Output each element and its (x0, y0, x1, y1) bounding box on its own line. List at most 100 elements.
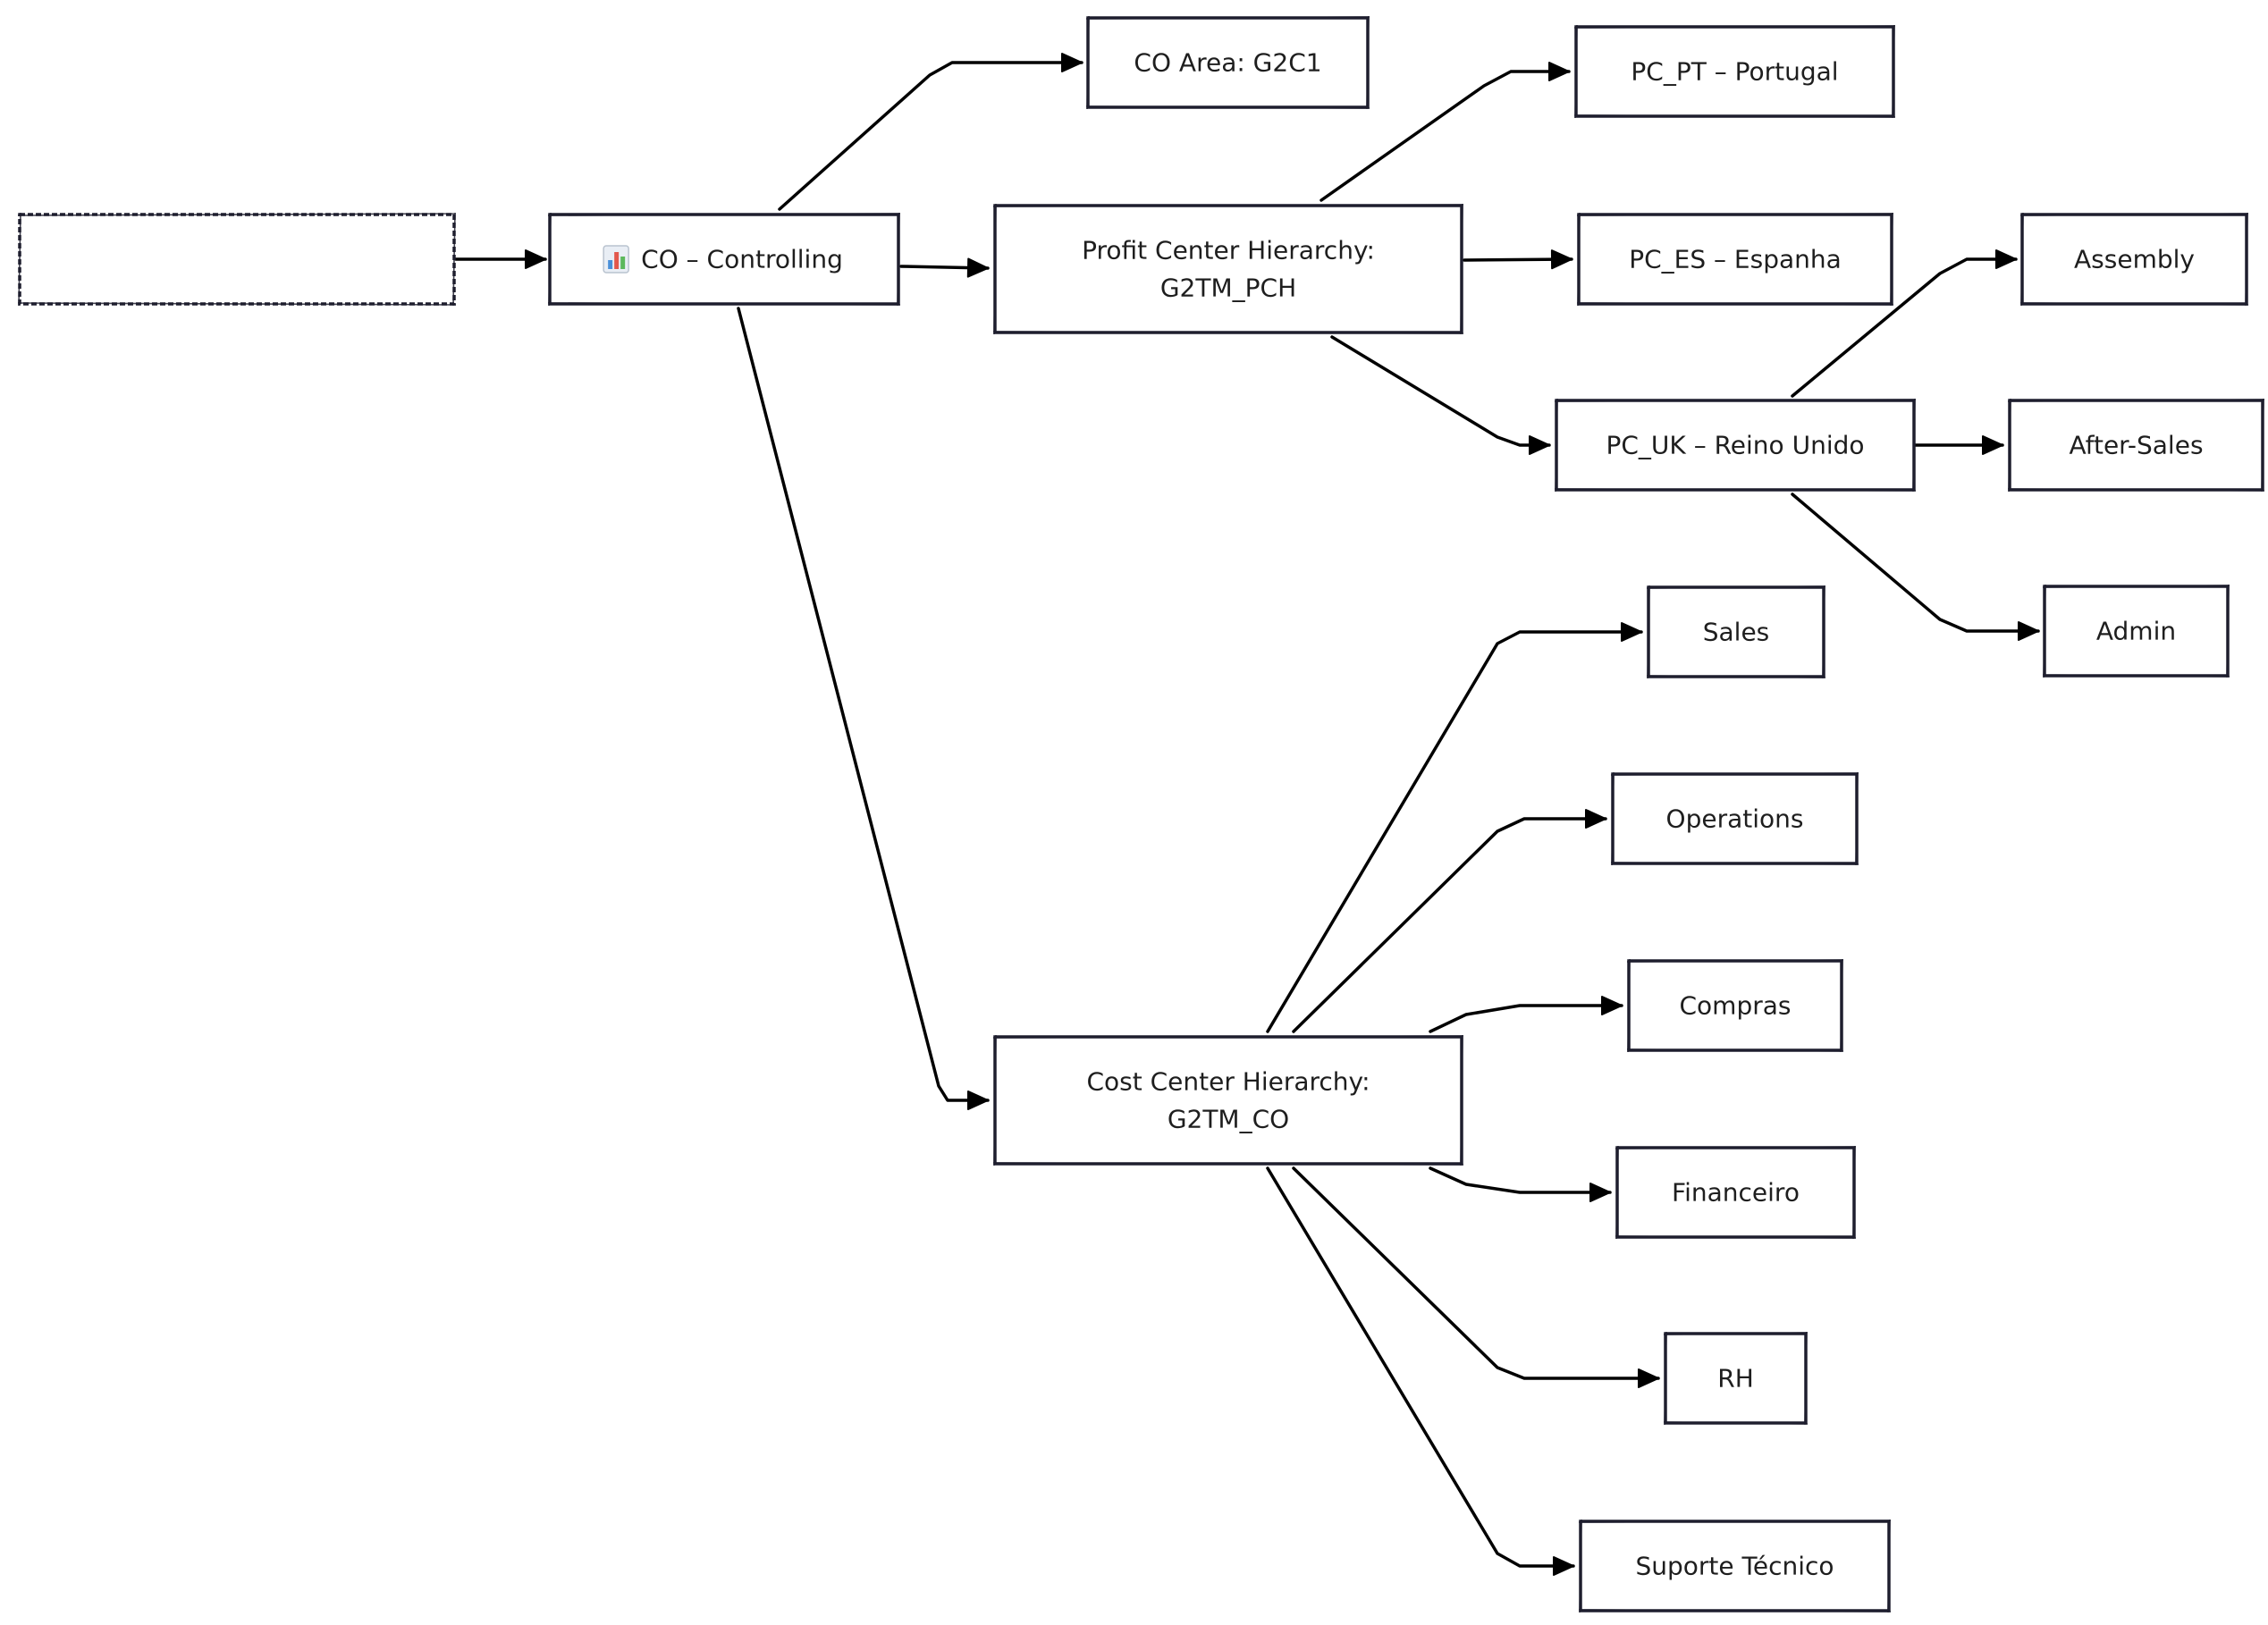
bar-chart-icon (603, 245, 629, 274)
connector-layer (454, 53, 2040, 1576)
arrowhead (1601, 996, 1623, 1015)
node-cost-center-hierarchy-label-line-1: Cost Center Hierarchy: (1086, 1067, 1370, 1097)
node-cost-center-hierarchy[interactable]: Cost Center Hierarchy: G2TM_CO (992, 1034, 1464, 1166)
node-after-sales-label: After-Sales (2069, 431, 2203, 460)
node-sales[interactable]: Sales (1646, 585, 1826, 679)
connector-line (1429, 1166, 1612, 1194)
node-sales-outline (1646, 585, 1826, 679)
connector-line (1292, 817, 1607, 1033)
arrowhead (966, 257, 989, 278)
node-profit-center-hierarchy-label-line-2: G2TM_PCH (1160, 274, 1296, 303)
connector-line (1791, 257, 2018, 398)
node-financeiro-outline (1615, 1145, 1857, 1240)
node-co-controlling-outline (547, 212, 901, 307)
edge-co-to-coarea (778, 53, 1083, 211)
arrowhead (1995, 249, 2017, 269)
node-sales-label: Sales (1703, 618, 1770, 647)
root-node-g2tm-label: G2TM – Tomar Cross Group (68, 245, 406, 274)
edge-cch-to-rh (1292, 1166, 1660, 1388)
edge-cch-to-suporte (1266, 1166, 1575, 1576)
arrowhead (1585, 809, 1606, 829)
node-assembly[interactable]: Assembly (2019, 212, 2249, 307)
node-assembly-label: Assembly (2074, 245, 2195, 274)
node-after-sales-outline (2007, 398, 2265, 493)
node-profit-center-hierarchy-outline (992, 203, 1464, 335)
edge-cch-to-operations (1292, 809, 1607, 1033)
node-compras[interactable]: Compras (1626, 958, 1844, 1053)
edge-co-to-cch (737, 307, 990, 1110)
arrowhead (1621, 622, 1642, 642)
node-pc-pt[interactable]: PC_PT – Portugal (1573, 24, 1896, 119)
node-pc-uk[interactable]: PC_UK – Reino Unido (1554, 398, 1917, 493)
root-node-g2tm-outline (17, 212, 457, 307)
node-cost-center-hierarchy-box (993, 1035, 1463, 1166)
node-co-area-label: CO Area: G2C1 (1134, 48, 1321, 78)
edge-cch-to-compras (1429, 996, 1623, 1033)
arrowhead (1529, 435, 1550, 455)
arrowhead (1982, 435, 2003, 455)
node-financeiro-box (1615, 1146, 1856, 1239)
node-compras-outline (1626, 958, 1844, 1053)
node-profit-center-hierarchy-box (993, 204, 1463, 334)
node-suporte-tecnico[interactable]: Suporte Técnico (1578, 1519, 1892, 1613)
edge-pch-to-pcpt (1319, 62, 1571, 202)
edge-co-to-pch (899, 257, 990, 278)
node-suporte-tecnico-label: Suporte Técnico (1635, 1552, 1834, 1581)
node-operations-label: Operations (1666, 804, 1804, 834)
connector-line (1292, 1166, 1660, 1380)
edge-pcuk-to-aftersales (1913, 435, 2004, 455)
node-after-sales-box (2008, 399, 2264, 492)
edge-cch-to-sales (1266, 622, 1643, 1033)
connector-line (1330, 335, 1551, 447)
arrowhead (1638, 1368, 1659, 1388)
node-financeiro-label: Financeiro (1672, 1178, 1800, 1208)
node-co-controlling[interactable]: CO – Controlling (547, 212, 901, 307)
node-financeiro[interactable]: Financeiro (1615, 1145, 1857, 1240)
node-pc-uk-outline (1554, 398, 1917, 493)
arrowhead (1550, 249, 1572, 270)
edge-pcuk-to-assembly (1791, 249, 2018, 398)
node-pc-uk-label: PC_UK – Reino Unido (1606, 431, 1865, 460)
node-suporte-tecnico-box (1579, 1520, 1891, 1612)
node-co-area[interactable]: CO Area: G2C1 (1085, 15, 1370, 110)
edge-pch-to-pces (1463, 249, 1573, 270)
connector-line (1266, 630, 1643, 1033)
node-operations[interactable]: Operations (1610, 771, 1859, 866)
arrowhead (1589, 1183, 1611, 1202)
node-suporte-tecnico-outline (1578, 1519, 1892, 1613)
node-rh-outline (1663, 1331, 1808, 1426)
arrowhead (1548, 62, 1570, 81)
root-node-g2tm[interactable]: G2TM – Tomar Cross Group (17, 212, 457, 307)
node-cost-center-hierarchy-label-line-2: G2TM_CO (1168, 1105, 1289, 1134)
node-profit-center-hierarchy[interactable]: Profit Center Hierarchy:G2TM_PCH (992, 203, 1464, 335)
node-pc-pt-outline (1573, 24, 1896, 119)
connector-line (737, 307, 990, 1102)
arrowhead (1553, 1556, 1574, 1576)
node-compras-label: Compras (1680, 991, 1792, 1021)
node-admin[interactable]: Admin (2042, 584, 2230, 678)
node-admin-label: Admin (2096, 617, 2176, 646)
edge-pcuk-to-admin (1791, 493, 2040, 641)
node-admin-outline (2042, 584, 2230, 678)
node-rh-label: RH (1717, 1364, 1754, 1393)
node-pc-es-label: PC_ES – Espanha (1629, 245, 1842, 274)
node-layer: G2TM – Tomar Cross Group CO – Controlling… (17, 15, 2265, 1613)
node-after-sales[interactable]: After-Sales (2007, 398, 2265, 493)
arrowhead (525, 249, 546, 269)
node-pc-es-outline (1576, 212, 1894, 307)
arrowhead (967, 1090, 989, 1110)
arrowhead (2018, 621, 2039, 641)
node-co-area-box (1086, 16, 1370, 109)
connector-line (1791, 493, 2040, 633)
node-assembly-outline (2019, 212, 2249, 307)
connector-line (1266, 1166, 1575, 1568)
node-rh[interactable]: RH (1663, 1331, 1808, 1426)
node-operations-outline (1610, 771, 1859, 866)
connector-line (1319, 70, 1571, 202)
node-pc-es-box (1577, 213, 1893, 306)
node-co-controlling-label: CO – Controlling (641, 245, 843, 274)
node-cost-center-hierarchy-outline (992, 1034, 1464, 1166)
node-pc-es[interactable]: PC_ES – Espanha (1576, 212, 1894, 307)
arrowhead (1061, 53, 1083, 72)
